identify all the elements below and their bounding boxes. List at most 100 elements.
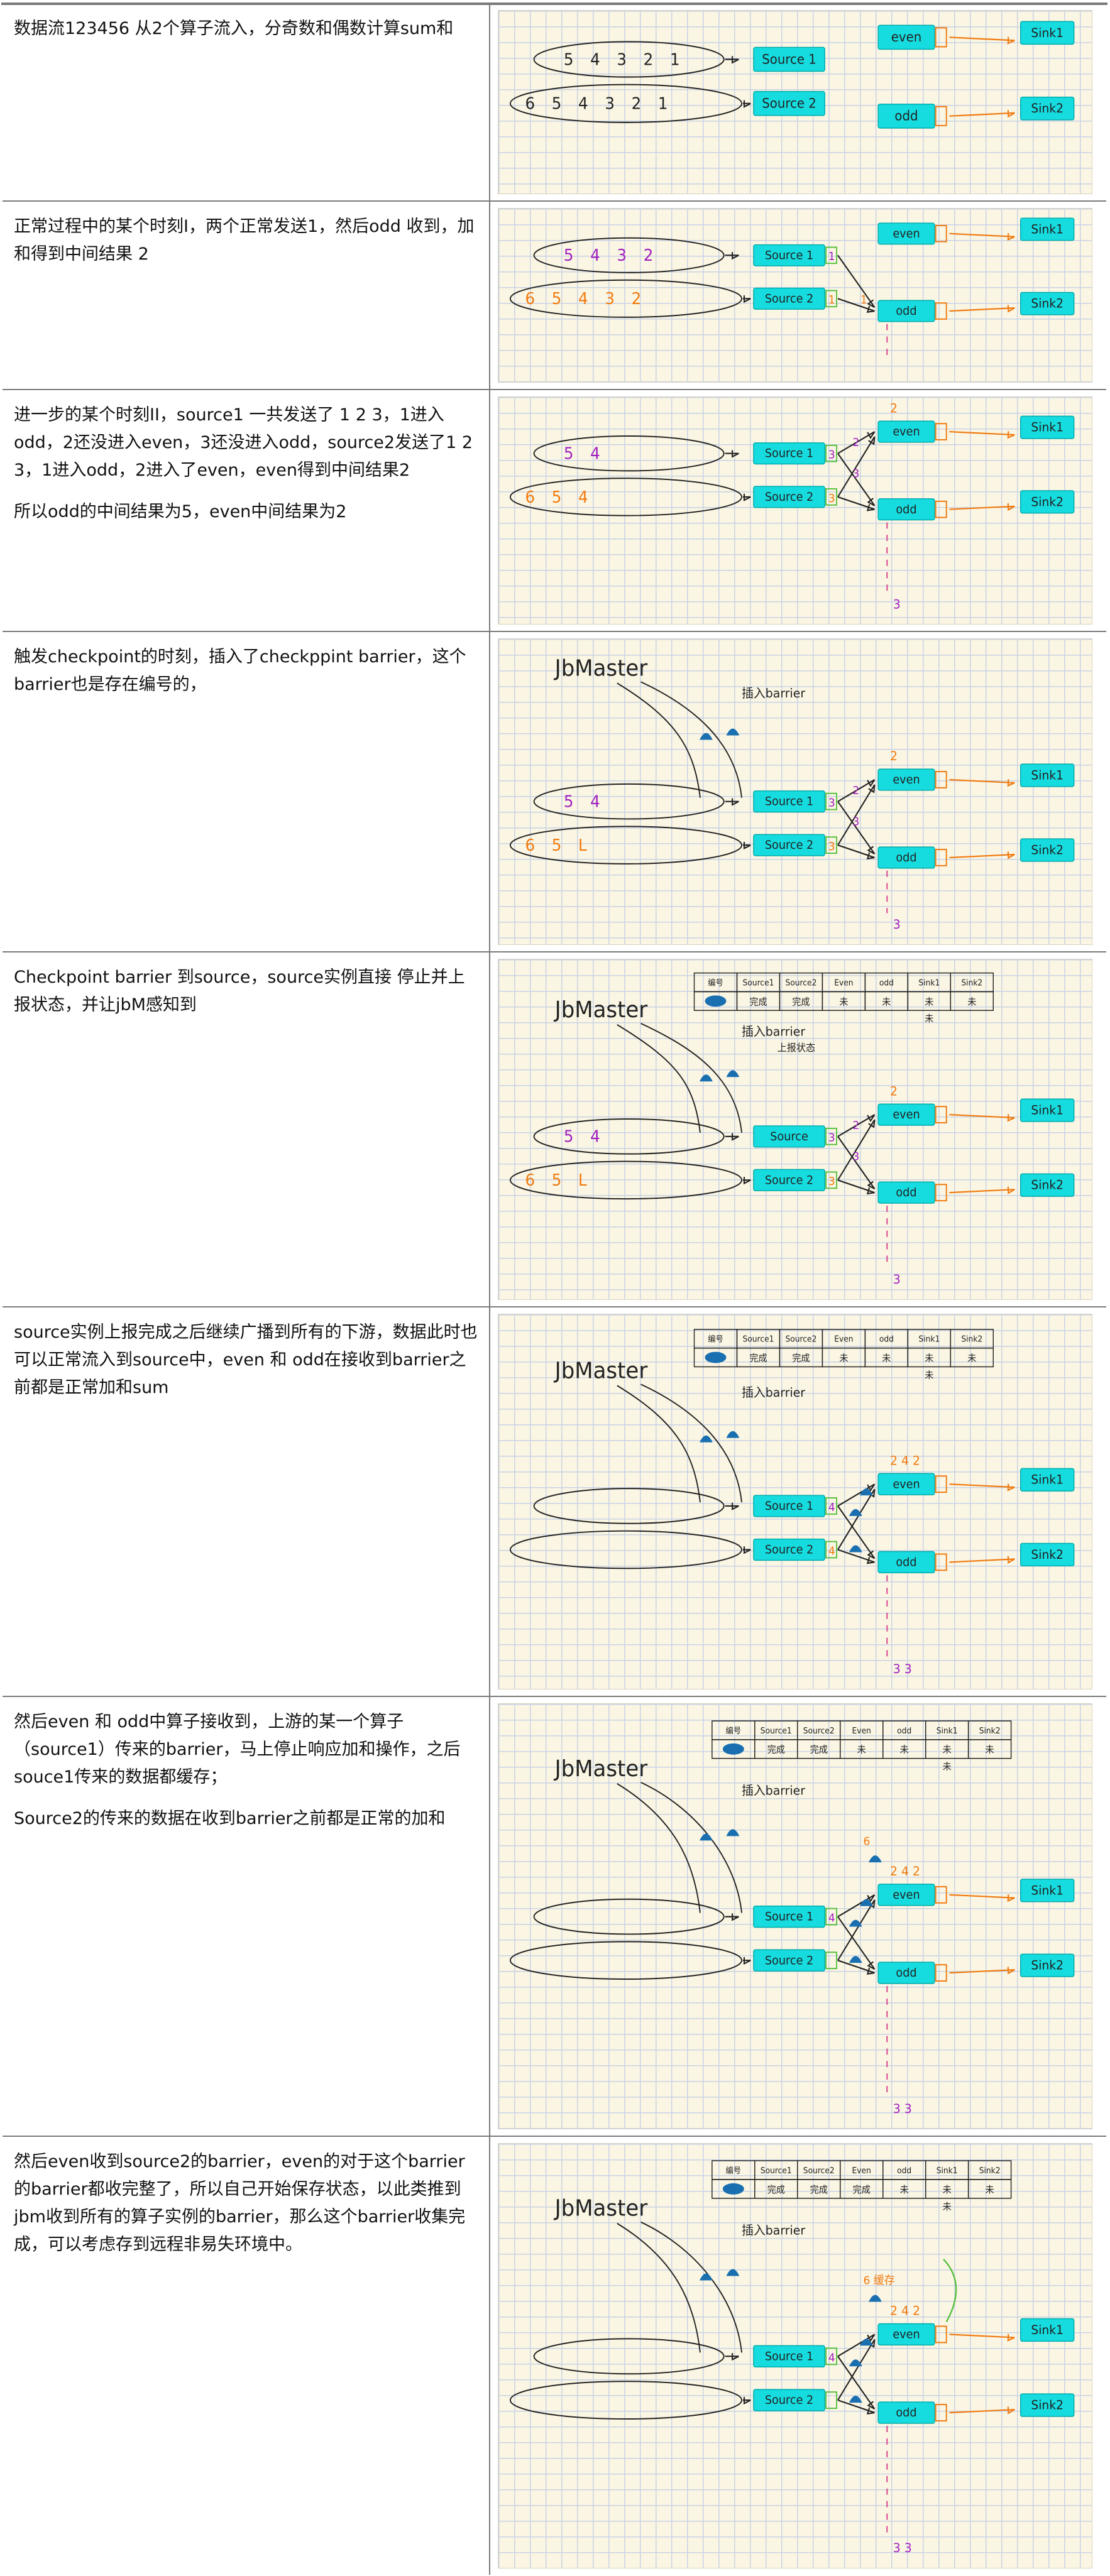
source1-emitted: 3 bbox=[828, 449, 835, 461]
sink2-node bbox=[1020, 490, 1075, 514]
source1-node bbox=[753, 1125, 825, 1148]
route-arrow-head bbox=[867, 299, 875, 308]
even-node-label: even bbox=[893, 1478, 920, 1492]
even-to-sink1-arrow bbox=[949, 36, 1015, 41]
state-table-value: 未 bbox=[925, 996, 934, 1007]
source1-emitted: 4 bbox=[828, 1502, 835, 1515]
state-table-header: Source2 bbox=[785, 1334, 816, 1343]
even-to-sink1-arrow-head bbox=[1007, 36, 1015, 45]
source1-node bbox=[753, 1495, 825, 1517]
odd-state-values: 3 bbox=[893, 917, 901, 932]
even-state-values: 2 bbox=[890, 1084, 898, 1099]
sink1-node-label: Sink1 bbox=[1031, 25, 1063, 40]
even-to-sink1-arrow bbox=[949, 1483, 1015, 1488]
odd-node-label: odd bbox=[896, 2406, 916, 2420]
odd-node-label: odd bbox=[896, 305, 916, 318]
state-table-header: Sink2 bbox=[961, 1334, 982, 1343]
route-arrow bbox=[837, 254, 876, 308]
route-arrow-head bbox=[867, 2401, 875, 2410]
source2-buffer bbox=[825, 2391, 838, 2410]
jm-to-source2-arrow bbox=[640, 1022, 742, 1133]
barrier-icon bbox=[700, 1074, 713, 1082]
even-buffer bbox=[935, 1886, 947, 1904]
source1-buffer bbox=[825, 246, 838, 265]
state-table-value: 未 bbox=[900, 2184, 909, 2195]
barrier-icon bbox=[869, 2295, 882, 2302]
route-arrow-head bbox=[868, 436, 876, 445]
even-state-values: 2 bbox=[890, 401, 898, 416]
state-table-header: 编号 bbox=[708, 978, 723, 987]
table-row: Checkpoint barrier 到source，source实例直接 停止… bbox=[3, 952, 1106, 1307]
stream-2-values: 6 5 4 bbox=[525, 488, 594, 506]
description-paragraph: 触发checkpoint的时刻，插入了checkppint barrier，这个… bbox=[14, 647, 466, 694]
source1-emitted: 1 bbox=[828, 251, 835, 263]
stream-2-arrow-head bbox=[743, 841, 751, 850]
route-arrow-head bbox=[867, 1550, 875, 1559]
sink2-node bbox=[1020, 292, 1075, 315]
sink1-node bbox=[1020, 415, 1075, 439]
sink2-node bbox=[1020, 1953, 1075, 1977]
route-arrow bbox=[837, 784, 876, 846]
odd-to-sink2-arrow-head bbox=[1007, 305, 1015, 313]
state-table-value: 未 bbox=[943, 2184, 952, 2195]
input-stream-1 bbox=[533, 2338, 725, 2375]
barrier-icon bbox=[849, 1919, 862, 1927]
route-arrow-head bbox=[867, 1961, 875, 1970]
route-arrow-head bbox=[867, 2333, 876, 2342]
sink1-node bbox=[1020, 1879, 1075, 1902]
even-to-sink1-arrow-head bbox=[1007, 779, 1015, 787]
odd-to-sink2-arrow-head bbox=[1007, 109, 1015, 118]
jm-to-source1-arrow bbox=[617, 1385, 701, 1503]
barrier-icon bbox=[849, 1509, 862, 1516]
even-to-sink1-arrow-head bbox=[1007, 2333, 1015, 2342]
source2-node-label: Source 2 bbox=[765, 1174, 813, 1187]
sink1-node-label: Sink1 bbox=[1031, 2322, 1063, 2337]
even-node bbox=[877, 2323, 935, 2346]
odd-to-sink2-arrow bbox=[949, 307, 1015, 312]
even-node bbox=[877, 1473, 935, 1495]
barrier-icon bbox=[700, 1833, 713, 1841]
description-paragraph: 数据流123456 从2个算子流入，分奇数和偶数计算sum和 bbox=[14, 19, 454, 38]
source1-node-label: Source 1 bbox=[765, 249, 813, 262]
stream-1-arrow-head bbox=[732, 2353, 739, 2361]
odd-node bbox=[877, 846, 935, 869]
even-to-sink1-arrow-head bbox=[1007, 1114, 1015, 1122]
input-stream-1 bbox=[533, 783, 725, 820]
buffered-values: 6 缓存 bbox=[864, 2274, 895, 2288]
state-table-header: Sink1 bbox=[937, 1726, 958, 1735]
state-table-value: 未 bbox=[857, 1744, 867, 1755]
even-buffer bbox=[935, 423, 947, 440]
source2-node bbox=[753, 834, 825, 856]
source2-buffer bbox=[825, 1171, 838, 1189]
source2-node-label: Source 2 bbox=[765, 292, 813, 305]
route-arrow bbox=[837, 801, 876, 854]
barrier-icon bbox=[726, 1829, 740, 1836]
odd-to-sink2-arrow-head bbox=[1007, 2406, 1015, 2415]
even-to-sink1-arrow bbox=[949, 2333, 1015, 2339]
state-table-value: 完成 bbox=[792, 996, 810, 1007]
route-arrow bbox=[837, 1136, 876, 1189]
source1-node bbox=[753, 790, 825, 813]
barrier-icon bbox=[859, 1899, 873, 1906]
state-table-header: Source1 bbox=[743, 1334, 774, 1343]
source2-buffer bbox=[825, 1951, 838, 1970]
even-node bbox=[877, 222, 935, 245]
source1-buffer bbox=[825, 1127, 838, 1145]
source1-buffer bbox=[825, 792, 838, 810]
description-paragraph: 然后even收到source2的barrier，even的对于这个barrier… bbox=[14, 2152, 466, 2254]
state-table-header: odd bbox=[897, 1726, 911, 1735]
odd-to-sink2-arrow bbox=[949, 1558, 1015, 1563]
input-stream-2 bbox=[509, 1941, 742, 1980]
odd-state-values: 3 3 bbox=[893, 2541, 912, 2556]
state-table-header: Even bbox=[834, 1334, 853, 1343]
route-arrow bbox=[837, 436, 876, 498]
description-paragraph: Source2的传来的数据在收到barrier之前都是正常的加和 bbox=[14, 1809, 446, 1828]
odd-to-sink2-arrow-head bbox=[1007, 851, 1015, 860]
source2-node bbox=[753, 486, 825, 508]
odd-node bbox=[877, 1181, 935, 1204]
in-flight-value: 3 bbox=[853, 467, 860, 480]
